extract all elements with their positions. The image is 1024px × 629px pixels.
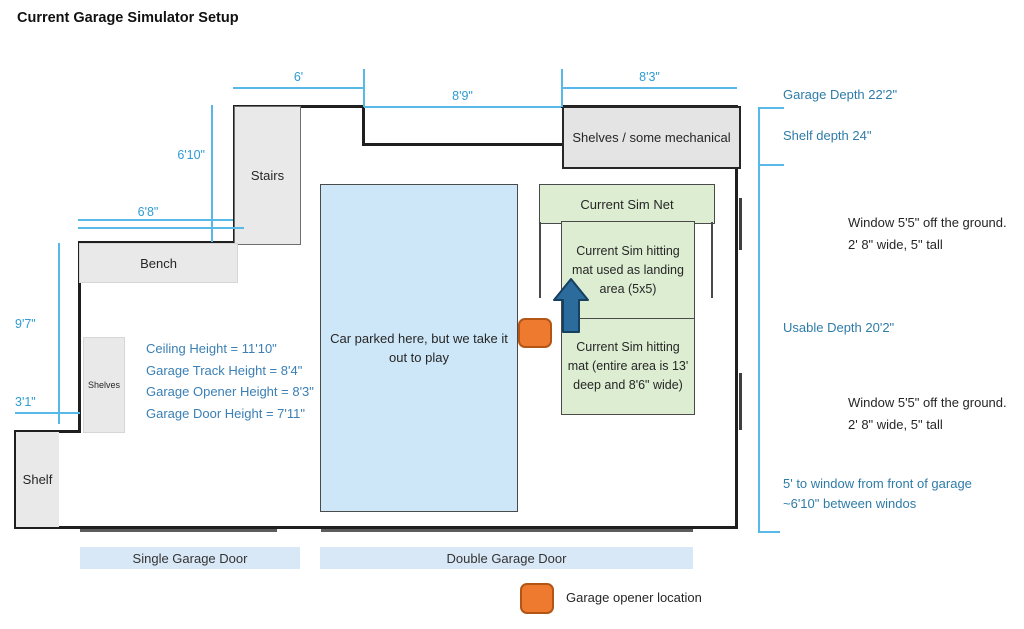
window-note-upper: Window 5'5" off the ground. 2' 8" wide, … (848, 212, 1007, 256)
dim-label-3ft1: 3'1" (15, 395, 36, 409)
page-title: Current Garage Simulator Setup (17, 10, 239, 26)
dim-label-8ft9: 8'9" (452, 89, 473, 103)
ceiling-height-label: Ceiling Height = 11'10" (146, 341, 277, 356)
wall-recess-bottom (362, 143, 563, 146)
single-garage-door-label: Single Garage Door (132, 550, 248, 566)
hitting-mat-zone: Current Sim hitting mat (entire area is … (562, 319, 694, 414)
dim-line-6ft8 (78, 219, 233, 221)
wall-bottom (14, 526, 738, 529)
dim-line-3ft1 (15, 412, 80, 414)
depth-bracket-tick-shelf (758, 164, 784, 166)
double-garage-door-label: Double Garage Door (446, 550, 567, 566)
car-label: Car parked here, but we take it out to p… (330, 331, 508, 365)
shelves-mechanical-box: Shelves / some mechanical (562, 106, 741, 169)
wall-left-mid (78, 241, 81, 433)
dim-label-6ft10: 6'10" (177, 148, 205, 162)
window-offset-note: 5' to window from front of garage ~6'10"… (783, 474, 972, 514)
track-height-label: Garage Track Height = 8'4" (146, 362, 303, 378)
opener-height-label: Garage Opener Height = 8'3" (146, 384, 314, 399)
legend-opener-swatch (520, 583, 554, 614)
window-note-upper-line2: 2' 8" wide, 5" tall (848, 237, 943, 252)
height-annotations: Ceiling Height = 11'10" Garage Track Hei… (146, 338, 314, 424)
depth-bracket-tick-bottom (758, 531, 780, 533)
usable-depth-label: Usable Depth 20'2" (783, 320, 895, 335)
garage-depth-label: Garage Depth 22'2" (783, 87, 898, 102)
hitting-mat-box: Current Sim hitting mat used as landing … (561, 221, 695, 415)
sim-net-box: Current Sim Net (539, 184, 715, 224)
dim-line-6ft10 (211, 105, 213, 242)
shelf-box: Shelf (16, 432, 59, 527)
wall-bench-top (78, 241, 236, 244)
dim-line-8ft9 (364, 106, 561, 108)
dim-line-8ft3 (562, 87, 737, 89)
landing-mat-label: Current Sim hitting mat used as landing … (572, 243, 684, 296)
dim-label-6ft: 6' (293, 70, 304, 84)
dim-label-9ft7: 9'7" (15, 317, 36, 331)
wall-left-lower (14, 430, 17, 529)
shelf-depth-label: Shelf depth 24" (783, 128, 872, 143)
window-note-lower: Window 5'5" off the ground. 2' 8" wide, … (848, 392, 1007, 436)
bench-box: Bench (79, 243, 238, 283)
stairs-label: Stairs (250, 168, 285, 183)
shelves-small-box: Shelves (83, 337, 125, 433)
window-offset-line2: ~6'10" between windos (783, 496, 917, 511)
door-height-label: Garage Door Height = 7'11" (146, 405, 305, 421)
window-marker-upper (739, 198, 742, 250)
stairs-box: Stairs (234, 106, 301, 245)
single-door-mark (80, 529, 277, 532)
landing-mat-zone: Current Sim hitting mat used as landing … (562, 222, 694, 319)
window-marker-lower (739, 373, 742, 430)
sim-net-label: Current Sim Net (580, 196, 674, 212)
double-garage-door-bar: Double Garage Door (320, 547, 693, 569)
window-note-lower-line1: Window 5'5" off the ground. (848, 395, 1007, 410)
dim-line-6ft (233, 87, 364, 89)
dim-label-6ft8: 6'8" (137, 205, 159, 219)
hitting-mat-label: Current Sim hitting mat (entire area is … (567, 340, 689, 392)
dim-line-6ft8-aux (78, 227, 244, 229)
net-side-right (711, 222, 713, 298)
car-box: Car parked here, but we take it out to p… (320, 184, 518, 512)
dim-label-8ft3: 8'3" (639, 70, 660, 84)
window-note-lower-line2: 2' 8" wide, 5" tall (848, 417, 943, 432)
net-side-left (539, 222, 541, 298)
wall-right (735, 105, 738, 529)
shelf-label: Shelf (22, 472, 53, 487)
double-door-mark (321, 529, 693, 532)
dim-tick-1 (363, 69, 365, 107)
wall-left-step (14, 430, 81, 433)
window-offset-line1: 5' to window from front of garage (783, 476, 972, 491)
garage-opener-marker (518, 318, 552, 348)
up-arrow-icon (553, 278, 589, 333)
depth-bracket-line (758, 107, 760, 533)
wall-recess-vertical (362, 105, 365, 146)
single-garage-door-bar: Single Garage Door (80, 547, 300, 569)
dim-tick-2 (561, 69, 563, 107)
dim-line-9ft7 (58, 243, 60, 424)
legend-opener-label: Garage opener location (566, 590, 702, 605)
bench-label: Bench (140, 255, 177, 271)
shelves-small-label: Shelves (87, 380, 121, 390)
shelves-mechanical-label: Shelves / some mechanical (572, 130, 731, 145)
window-note-upper-line1: Window 5'5" off the ground. (848, 215, 1007, 230)
depth-bracket-tick-top (758, 107, 784, 109)
